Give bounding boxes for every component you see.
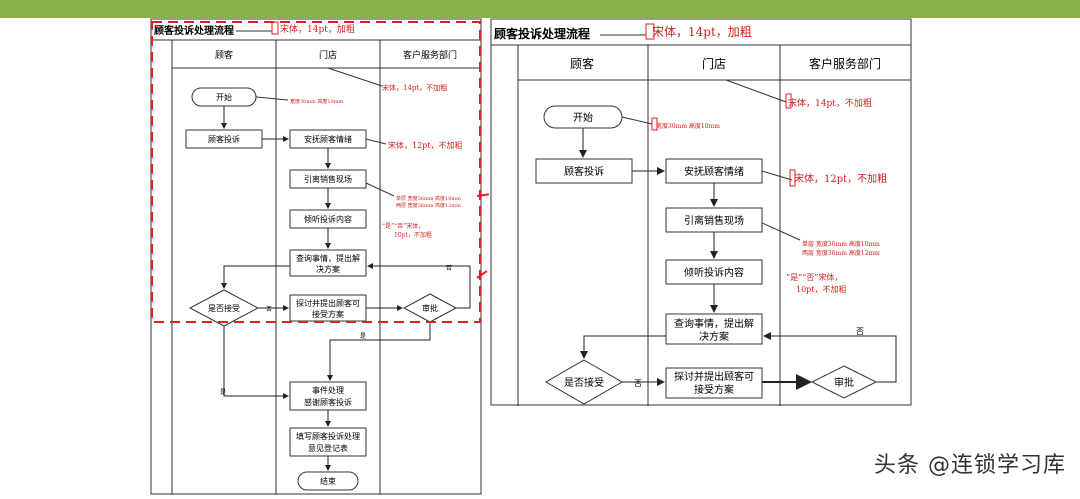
full-flowchart-svg: 顾客投诉处理流程 宋体，14pt，加粗 顾客 门店 客户服务部门 宋体，14pt… — [150, 18, 482, 495]
svg-text:顾客投诉: 顾客投诉 — [208, 134, 240, 144]
svg-text:事件处理: 事件处理 — [312, 385, 344, 395]
svg-text:查询事情，提出解: 查询事情，提出解 — [674, 317, 754, 330]
flow-title: 顾客投诉处理流程 — [154, 24, 234, 37]
end-node — [297, 471, 359, 491]
svg-text:是否接受: 是否接受 — [564, 376, 604, 389]
svg-text:结束: 结束 — [320, 476, 336, 486]
svg-text:否: 否 — [446, 265, 452, 272]
svg-text:填写顾客投诉处理: 填写顾客投诉处理 — [296, 431, 360, 441]
box-font-note: 宋体，12pt，不加粗 — [388, 140, 463, 150]
lane-service: 客户服务部门 — [403, 49, 457, 61]
svg-text:审批: 审批 — [834, 376, 854, 389]
svg-text:引离销售现场: 引离销售现场 — [684, 214, 744, 227]
watermark: 头条 @连锁学习库 — [874, 453, 1066, 478]
start-size-note: 宽度30mm 高度10mm — [290, 98, 344, 105]
svg-text:开始: 开始 — [216, 92, 232, 102]
svg-text:是: 是 — [220, 389, 226, 396]
svg-text:客户服务部门: 客户服务部门 — [809, 56, 881, 71]
svg-text:决方案: 决方案 — [316, 264, 340, 274]
svg-text:探讨并提出顾客可: 探讨并提出顾客可 — [674, 370, 754, 383]
svg-text:顾客投诉: 顾客投诉 — [564, 165, 604, 178]
handle-node — [289, 381, 367, 411]
svg-text:安抚顾客情绪: 安抚顾客情绪 — [684, 165, 744, 178]
highlight-region — [151, 21, 481, 323]
svg-text:宋体，12pt，不加粗: 宋体，12pt，不加粗 — [794, 172, 887, 185]
svg-text:接受方案: 接受方案 — [694, 383, 734, 396]
svg-text:倾听投诉内容: 倾听投诉内容 — [304, 214, 352, 224]
svg-text:顾客: 顾客 — [570, 56, 594, 71]
svg-text:宋体，14pt，加粗: 宋体，14pt，加粗 — [652, 24, 752, 39]
record-node — [289, 427, 367, 457]
svg-text:宽度30mm 高度10mm: 宽度30mm 高度10mm — [656, 122, 720, 130]
lane-customer: 顾客 — [215, 49, 233, 61]
svg-text:门店: 门店 — [702, 56, 726, 71]
svg-text:意见登记表: 意见登记表 — [308, 443, 348, 453]
zoomed-flowchart-svg: 顾客投诉处理流程 宋体，14pt，加粗 顾客 门店 客户服务部门 宋体，14pt… — [490, 18, 912, 406]
investigate-node — [289, 249, 367, 277]
svg-text:审批: 审批 — [422, 303, 438, 313]
svg-text:10pt，不加粗: 10pt，不加粗 — [394, 231, 432, 239]
svg-text:两层 宽度36mm 高度12mm: 两层 宽度36mm 高度12mm — [396, 202, 461, 209]
svg-text:10pt，不加粗: 10pt，不加粗 — [796, 284, 847, 294]
svg-text:单层 宽度36mm 高度10mm: 单层 宽度36mm 高度10mm — [396, 195, 461, 202]
svg-text:决方案: 决方案 — [699, 330, 729, 343]
svg-text:“是”“否”宋体，: “是”“否”宋体， — [382, 222, 424, 230]
svg-text:单层 宽度36mm 高度10mm: 单层 宽度36mm 高度10mm — [802, 240, 880, 248]
svg-text:是: 是 — [360, 333, 366, 340]
svg-text:宋体，14pt，不加粗: 宋体，14pt，不加粗 — [788, 97, 872, 109]
zoomed-flowchart: 顾客投诉处理流程 宋体，14pt，加粗 顾客 门店 客户服务部门 宋体，14pt… — [490, 18, 912, 406]
svg-text:倾听投诉内容: 倾听投诉内容 — [684, 266, 744, 279]
svg-text:探讨并提出顾客可: 探讨并提出顾客可 — [296, 298, 360, 308]
svg-text:两层 宽度36mm 高度12mm: 两层 宽度36mm 高度12mm — [802, 249, 880, 257]
svg-text:开始: 开始 — [573, 111, 593, 124]
svg-text:引离销售现场: 引离销售现场 — [304, 174, 352, 184]
svg-text:是否接受: 是否接受 — [208, 303, 240, 313]
svg-text:安抚顾客情绪: 安抚顾客情绪 — [304, 134, 352, 144]
title-font-note: 宋体，14pt，加粗 — [280, 23, 355, 35]
svg-text:接受方案: 接受方案 — [312, 309, 344, 319]
lane-store: 门店 — [319, 49, 337, 61]
top-accent-bar — [0, 0, 1080, 18]
full-flowchart: 顾客投诉处理流程 宋体，14pt，加粗 顾客 门店 客户服务部门 宋体，14pt… — [150, 18, 482, 495]
lane-font-note: 宋体，14pt，不加粗 — [382, 83, 447, 92]
svg-text:否: 否 — [856, 327, 864, 336]
svg-text:“是”“否”宋体，: “是”“否”宋体， — [786, 272, 842, 282]
svg-text:否: 否 — [266, 306, 272, 313]
svg-text:感谢顾客投诉: 感谢顾客投诉 — [304, 397, 352, 407]
discuss-node — [289, 294, 367, 322]
svg-text:查询事情，提出解: 查询事情，提出解 — [296, 253, 360, 263]
svg-text:顾客投诉处理流程: 顾客投诉处理流程 — [494, 26, 590, 41]
svg-text:否: 否 — [634, 379, 642, 388]
